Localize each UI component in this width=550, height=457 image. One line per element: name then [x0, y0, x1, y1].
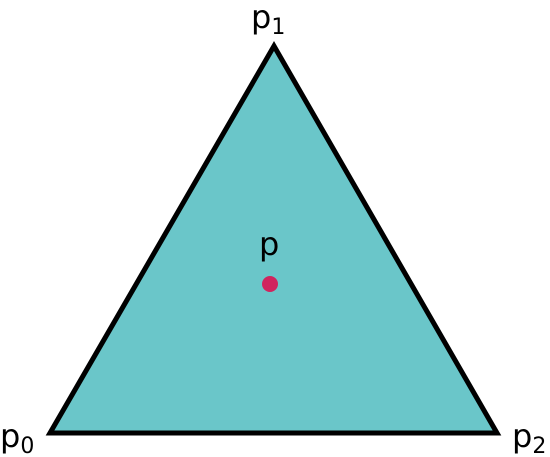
vertex-label-p0: p0 [0, 417, 34, 457]
interior-point-p [262, 276, 278, 292]
vertex-label-p1-sub: 1 [271, 15, 285, 40]
vertex-label-p1: p1 [251, 0, 285, 40]
vertex-label-p2-sub: 2 [532, 434, 546, 457]
vertex-label-p0-sub: 0 [20, 434, 34, 457]
vertex-label-p1-base: p [251, 0, 271, 36]
vertex-label-p0-base: p [0, 417, 20, 455]
point-label-p-base: p [259, 225, 279, 263]
vertex-label-p2: p2 [512, 417, 546, 457]
triangle [45, 41, 502, 436]
vertex-label-p2-base: p [512, 417, 532, 455]
point-label-p: p [259, 225, 279, 263]
